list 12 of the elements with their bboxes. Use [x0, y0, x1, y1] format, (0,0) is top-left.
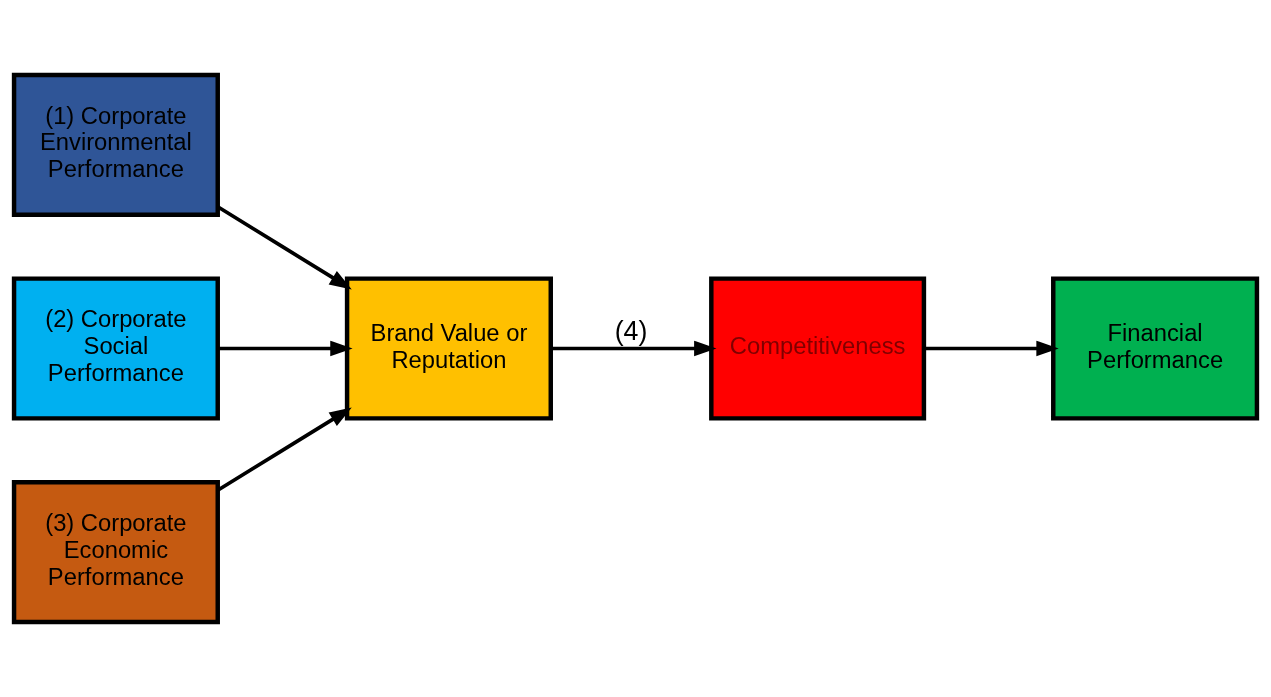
arrow: [550, 340, 717, 357]
edge-label: (4): [614, 316, 648, 347]
arrow: [216, 407, 352, 492]
arrow: [924, 340, 1059, 357]
node-box: (2) Corporate Social Performance: [11, 276, 220, 421]
node-box: Brand Value or Reputation: [344, 276, 553, 421]
arrow: [217, 340, 353, 357]
node-box: Competitiveness: [709, 276, 927, 421]
node-box: (1) Corporate Environmental Performance: [11, 72, 220, 217]
node-box: (3) Corporate Economic Performance: [11, 480, 220, 625]
node-box: Financial Performance: [1051, 276, 1260, 421]
arrow: [216, 205, 352, 290]
